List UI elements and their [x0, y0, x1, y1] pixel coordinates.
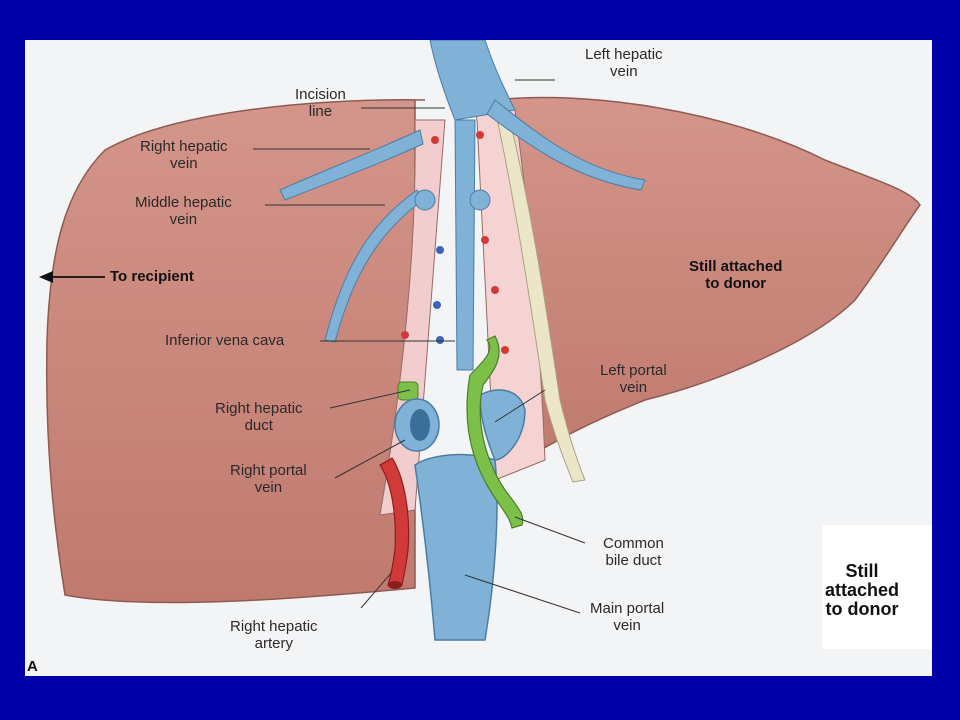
inferior-vena-cava: [454, 119, 476, 371]
label-incision-line: Incision line: [295, 86, 346, 120]
common-bile-duct: [466, 335, 524, 529]
label-right-hepatic-artery: Right hepatic artery: [230, 618, 318, 652]
label-right-hepatic-duct: Right hepatic duct: [215, 400, 303, 434]
label-to-recipient: To recipient: [110, 268, 194, 285]
illustration-frame: Left hepatic vein Incision line Right he…: [25, 40, 932, 676]
label-right-hepatic-vein: Right hepatic vein: [140, 138, 228, 172]
falciform-ligament: [492, 99, 586, 483]
liver-split-diagram: [39, 40, 921, 641]
donor-note-box: [822, 525, 932, 649]
right-hepatic-vein-branch: [279, 129, 424, 201]
label-right-portal-vein: Right portal vein: [230, 462, 307, 496]
cut-vessel-stumps: [401, 131, 514, 444]
to-recipient-arrow: [39, 271, 105, 283]
label-common-bile-duct: Common bile duct: [603, 535, 664, 569]
label-panel-letter: A: [27, 658, 38, 675]
left-hepatic-vein-branch: [486, 99, 646, 191]
left-portal-vein: [479, 389, 526, 461]
main-portal-vein: [414, 453, 498, 641]
hepatic-vein-trunk: [429, 40, 516, 121]
label-main-portal-vein: Main portal vein: [590, 600, 665, 634]
liver-left-lobe: [494, 96, 921, 461]
label-inferior-vena-cava: Inferior vena cava: [165, 332, 285, 349]
label-left-portal-vein: Left portal vein: [600, 362, 667, 396]
right-hepatic-duct: [397, 381, 419, 401]
leader-lines: [253, 79, 586, 614]
liver-right-lobe: [45, 99, 426, 604]
label-middle-hepatic-vein: Middle hepatic vein: [135, 194, 232, 228]
label-left-hepatic-vein: Left hepatic vein: [585, 46, 663, 80]
label-still-attached-lower: Still attached to donor: [825, 561, 900, 619]
label-still-attached-upper: Still attached to donor: [689, 258, 783, 292]
middle-hepatic-vein-branch: [324, 189, 424, 343]
